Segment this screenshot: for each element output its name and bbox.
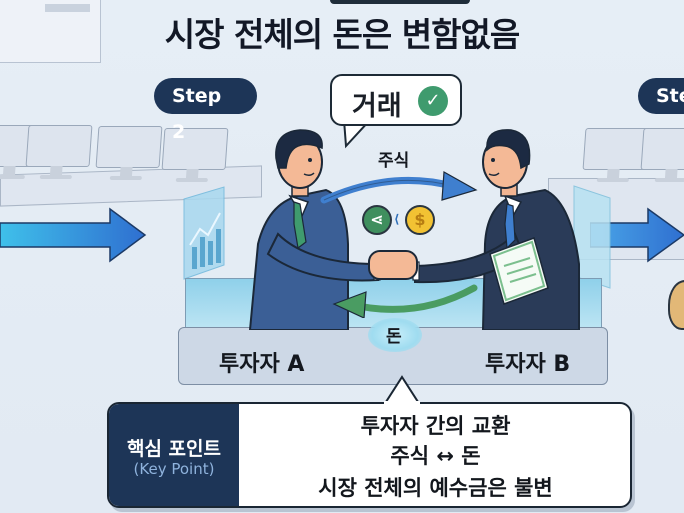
- key-point-title: 핵심 포인트: [126, 438, 221, 460]
- money-bag-icon: [668, 280, 684, 330]
- key-point-pointer-cover: [384, 401, 420, 405]
- key-point-box: 핵심 포인트 (Key Point) 투자자 간의 교환 주식 ↔ 돈 시장 전…: [107, 402, 632, 508]
- page-title: 시장 전체의 돈은 변함없음: [164, 15, 520, 54]
- key-point-line-3: 시장 전체의 예수금은 불변: [318, 476, 553, 500]
- investor-a-figure: [248, 129, 381, 330]
- key-point-line-1: 투자자 간의 교환: [360, 414, 511, 438]
- stock-arrow: [320, 171, 478, 204]
- step-badge-next: Ste: [638, 78, 684, 114]
- exchange-icon: ⟨: [394, 212, 400, 226]
- monitor-icon: [640, 128, 684, 182]
- investor-b-label: 투자자 B: [485, 352, 571, 377]
- background-panel: [0, 0, 101, 63]
- money-label-glow: [368, 318, 422, 352]
- trade-label: 거래: [352, 91, 402, 122]
- key-point-subtitle: (Key Point): [133, 460, 215, 478]
- monitor-icon: [95, 126, 163, 180]
- chart-screen-icon: [183, 186, 225, 280]
- monitor-icon: [25, 125, 93, 179]
- key-point-pointer: [382, 375, 422, 405]
- stock-label: 주식: [378, 151, 410, 171]
- top-decor: [330, 0, 470, 4]
- investor-a-label: 투자자 A: [219, 352, 305, 377]
- money-label: 돈: [386, 327, 402, 347]
- dollar-coin-icon: $: [405, 205, 435, 235]
- flow-arrow-left: [0, 207, 147, 263]
- document-icon: [489, 237, 549, 305]
- trade-speech-bubble: [330, 74, 462, 126]
- handshake-icon: [368, 250, 418, 280]
- key-point-header: [109, 404, 239, 506]
- share-coin-icon: ⋖: [362, 205, 392, 235]
- key-point-line-2: 주식 ↔ 돈: [390, 444, 481, 468]
- check-circle-icon: ✓: [418, 86, 448, 116]
- money-arrow: [332, 284, 478, 318]
- step-badge-current: Step 2: [154, 78, 257, 143]
